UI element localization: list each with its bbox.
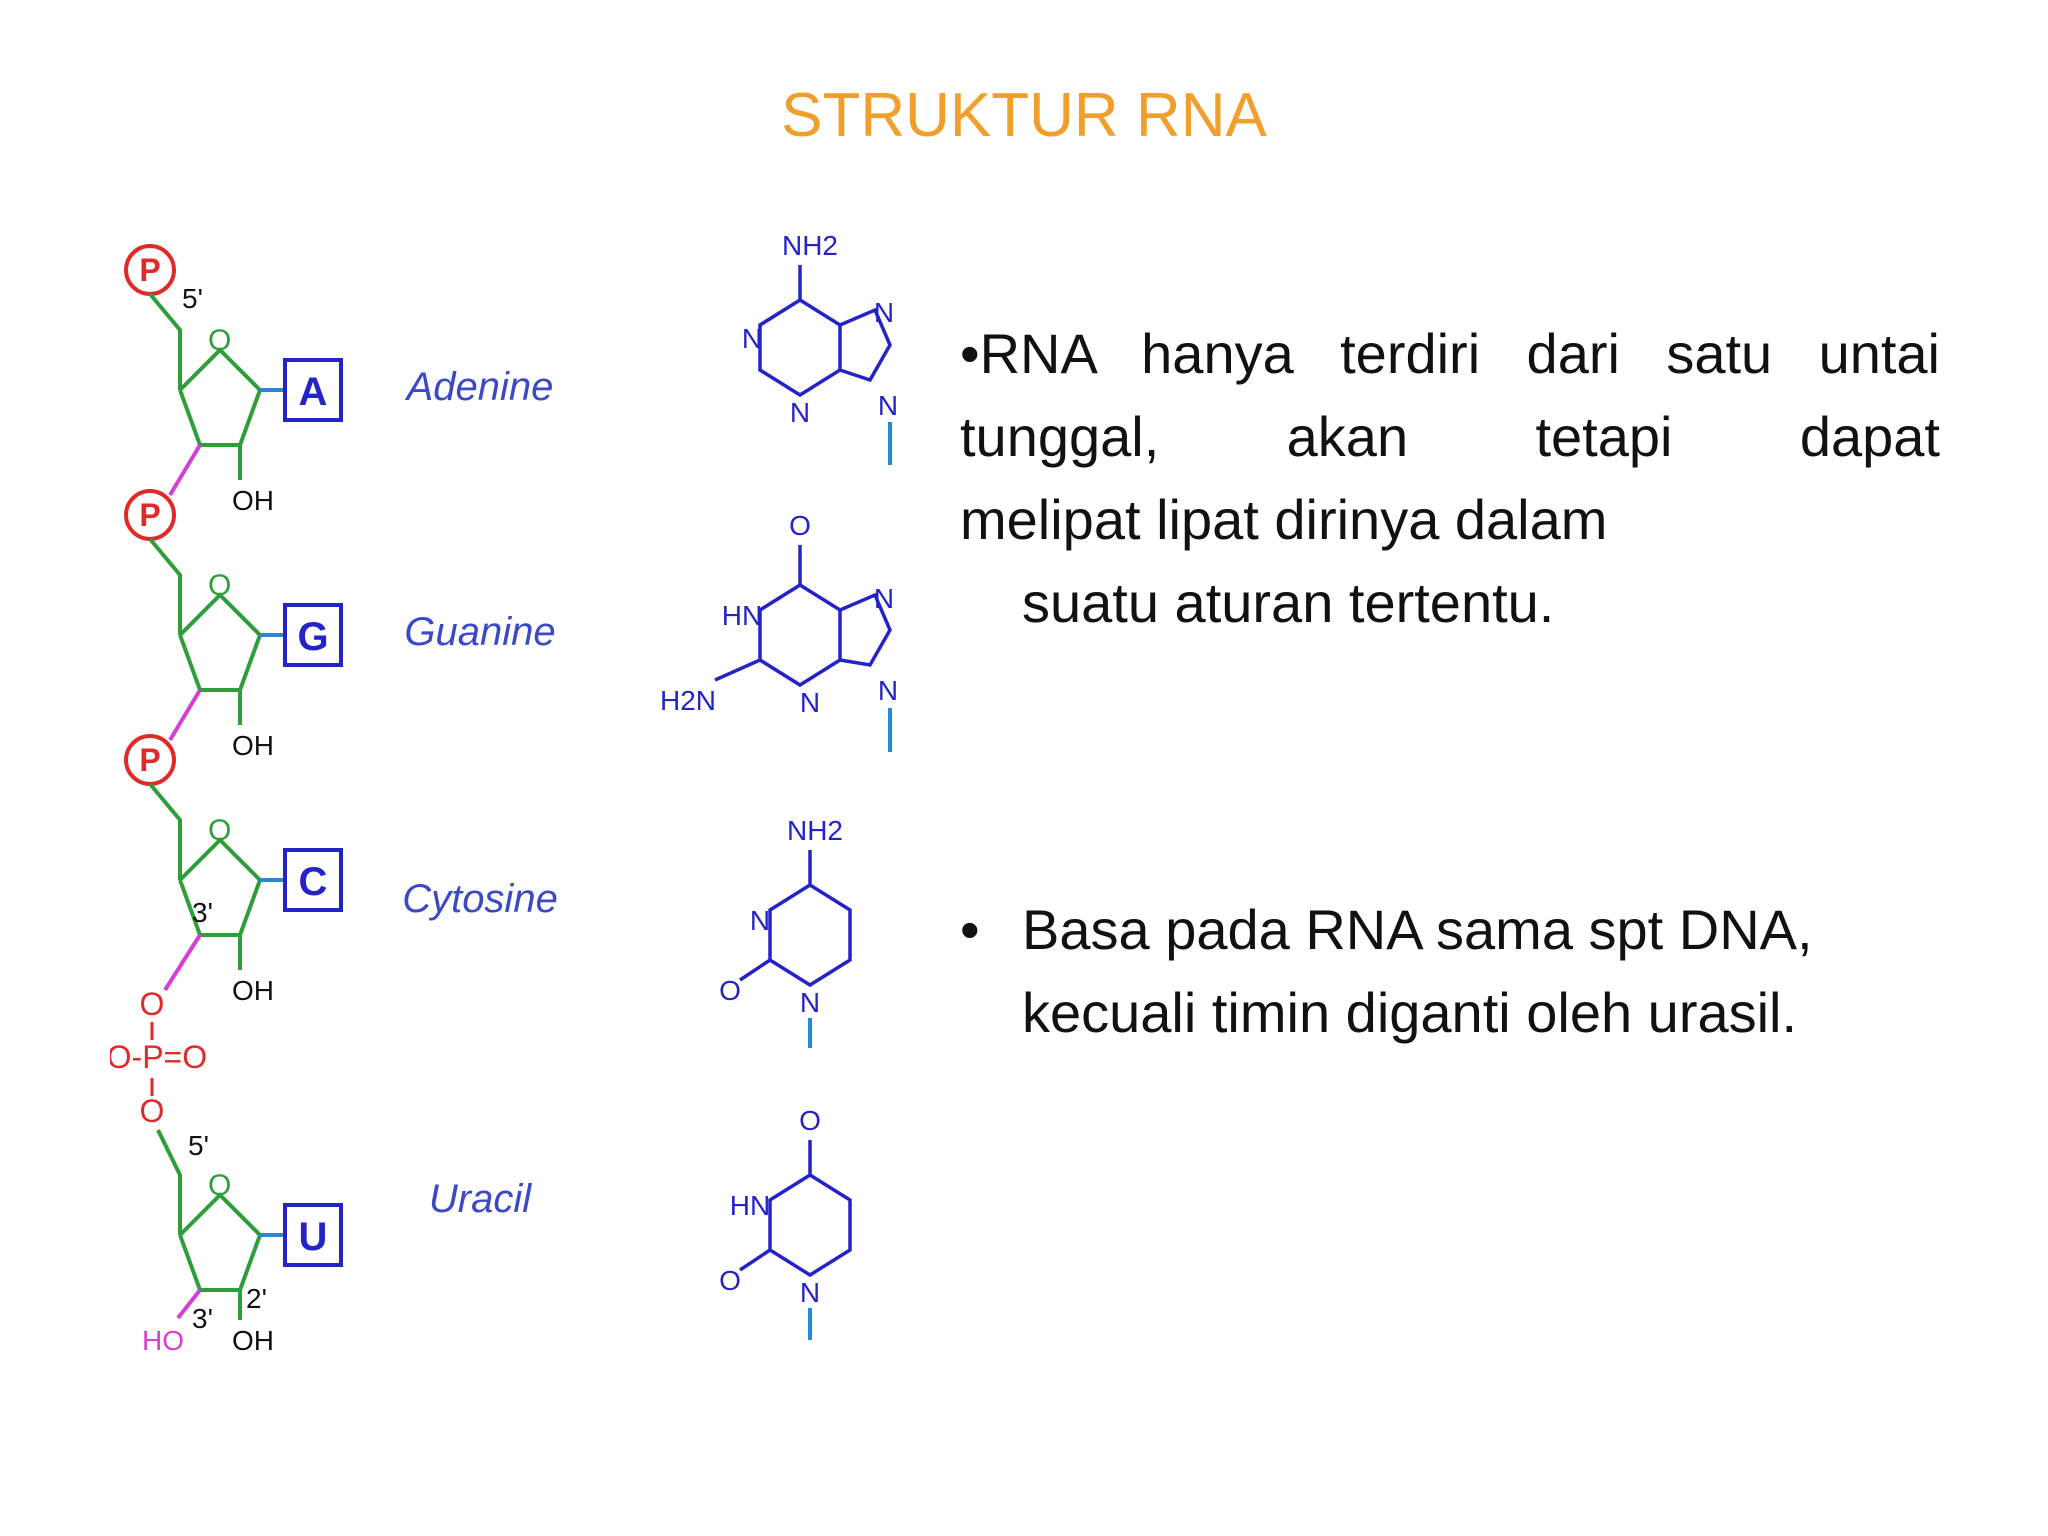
base-name-adenine: Adenine [405, 365, 554, 409]
ring-oxygen-4: O [208, 1169, 231, 1202]
phosphate-link-1 [168, 443, 202, 497]
svg-text:O: O [719, 1265, 741, 1296]
phosphate-2: P [124, 489, 176, 541]
svg-text:NH2: NH2 [782, 230, 838, 261]
three-prime-label-3: 3' [192, 897, 213, 928]
adenine-structure: NH2 N N N N [742, 230, 898, 465]
phosphodiester-o-top: O [140, 986, 165, 1022]
bullet-2-marker: • [960, 898, 980, 961]
base-letter-box-u: U [283, 1203, 343, 1267]
ribose-ring-1 [148, 292, 263, 447]
base-name-cytosine: Cytosine [402, 877, 558, 921]
svg-text:H2N: H2N [660, 685, 716, 716]
base-letter-box-c: C [283, 848, 343, 912]
bullet-rna-single-strand: •RNA hanya terdiri dari satu untai tungg… [960, 312, 1940, 644]
oh-label-1: OH [232, 485, 274, 516]
svg-text:C: C [299, 860, 328, 904]
bullet-1-marker: • [960, 322, 980, 385]
svg-text:N: N [800, 687, 820, 718]
five-prime-label-1: 5' [182, 283, 203, 314]
base-letter-box-g: G [283, 603, 343, 667]
guanine-structure: O HN N N N H2N [660, 510, 898, 752]
svg-text:N: N [742, 323, 762, 354]
bullet-1-line-3: melipat lipat dirinya dalam [960, 488, 1608, 551]
svg-text:A: A [299, 370, 328, 414]
ring-oxygen-1: O [208, 324, 231, 357]
svg-text:N: N [800, 1277, 820, 1308]
slide-title: STRUKTUR RNA [781, 81, 1267, 150]
ring-oxygen-2: O [208, 569, 231, 602]
base-letter-box-a: A [283, 358, 343, 422]
base-name-guanine: Guanine [404, 610, 555, 654]
phosphate-1: P [124, 244, 176, 296]
svg-text:U: U [299, 1215, 328, 1259]
svg-text:N: N [790, 397, 810, 428]
svg-text:HN: HN [730, 1190, 770, 1221]
rna-structure-figure: .sug{stroke:#2f9e3a;stroke-width:4;fill:… [110, 200, 940, 1440]
svg-text:N: N [800, 987, 820, 1018]
ribose-ring-2 [148, 537, 263, 692]
oh-label-3: OH [232, 975, 274, 1006]
phosphate-link-2 [168, 688, 202, 742]
oh-label-2: OH [232, 730, 274, 761]
phosphate-link-3 [163, 933, 202, 992]
ring-oxygen-3: O [208, 814, 231, 847]
bullet-rna-bases: • Basa pada RNA sama spt DNA, kecuali ti… [960, 888, 1960, 1054]
phosphodiester-row: -O-P=O [110, 1039, 207, 1075]
oh-label-4: OH [232, 1325, 274, 1356]
svg-text:O: O [789, 510, 811, 541]
bullet-1-line-1: •RNA hanya terdiri dari satu untai [960, 322, 1940, 385]
bullet-1-line-4: suatu aturan tertentu. [1022, 571, 1555, 634]
svg-text:P: P [139, 252, 160, 288]
uracil-structure: O HN N O [719, 1105, 852, 1340]
ribose-ring-4 [156, 1129, 263, 1292]
svg-text:N: N [874, 583, 894, 614]
bullet-2-line-2: kecuali timin diganti oleh urasil. [1022, 981, 1798, 1044]
bullet-2-line-1: Basa pada RNA sama spt DNA, [1022, 898, 1813, 961]
svg-text:P: P [139, 742, 160, 778]
svg-text:N: N [750, 905, 770, 936]
svg-text:N: N [878, 390, 898, 421]
two-prime-label-4: 2' [246, 1283, 267, 1314]
svg-text:HN: HN [722, 600, 762, 631]
svg-text:N: N [874, 297, 894, 328]
three-prime-label-4: 3' [192, 1303, 213, 1334]
ho-bond-4 [176, 1288, 202, 1320]
svg-text:P: P [139, 497, 160, 533]
svg-text:N: N [878, 675, 898, 706]
phosphodiester-o-bottom: O [140, 1093, 165, 1129]
base-name-uracil: Uracil [429, 1177, 532, 1221]
svg-text:O: O [719, 975, 741, 1006]
ho-label-4: HO [142, 1325, 184, 1356]
ribose-ring-3 [148, 782, 263, 937]
svg-text:G: G [297, 615, 328, 659]
phosphate-3: P [124, 734, 176, 786]
bullet-1-line-2: tunggal, akan tetapi dapat [960, 405, 1940, 468]
cytosine-structure: NH2 N N O [719, 815, 852, 1048]
svg-text:NH2: NH2 [787, 815, 843, 846]
svg-text:O: O [799, 1105, 821, 1136]
five-prime-label-4: 5' [188, 1130, 209, 1161]
